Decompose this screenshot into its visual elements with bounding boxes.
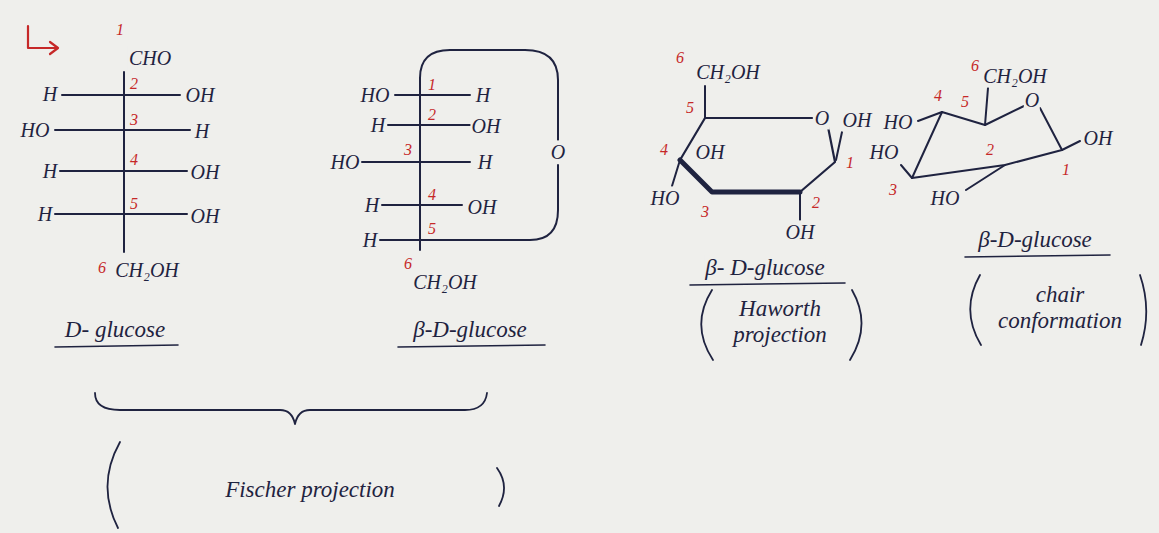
carbon-number: 5 [129, 195, 139, 213]
caption: β-D-glucose [977, 227, 1093, 253]
caption: Haworth projection [714, 296, 846, 349]
carbon-number: 6 [675, 49, 685, 67]
ring-bonds [680, 118, 835, 192]
formula-label: HO [20, 119, 51, 142]
formula-label: HO [930, 187, 961, 210]
formula-label: HO [330, 151, 361, 174]
carbon-number: 1 [1061, 161, 1071, 179]
caption: chair conformation [989, 282, 1131, 335]
formula-label: H [364, 194, 380, 217]
formula-label: CH₂OH [982, 65, 1048, 88]
caption: β-D-glucose [412, 317, 528, 343]
formula-label: HO [883, 111, 914, 134]
formula-label: OH [190, 161, 221, 184]
formula-label: H [37, 203, 53, 226]
carbon-number: 1 [427, 76, 437, 94]
caption: β- D-glucose [704, 255, 825, 281]
formula-label: H [477, 151, 493, 174]
carbon-number: 3 [700, 203, 710, 221]
chair-bonds [912, 106, 1062, 178]
formula-label: O [550, 141, 566, 164]
formula-label: OH [842, 109, 873, 132]
parenthesis [107, 442, 504, 528]
underline [55, 345, 178, 347]
carbon-number: 3 [888, 181, 898, 199]
carbon-number: 2 [129, 75, 139, 93]
carbon-number: 1 [845, 154, 855, 172]
formula-label: O [1024, 89, 1040, 112]
pointer-arrow [28, 26, 58, 54]
formula-label: H [370, 114, 386, 137]
formula-label: OH [785, 221, 816, 244]
formula-label: OH [190, 205, 221, 228]
carbon-number: 2 [427, 106, 437, 124]
carbon-number: 4 [659, 141, 669, 159]
carbon-number: 3 [403, 141, 413, 159]
carbon-number: 6 [970, 57, 980, 75]
bold-ring-bonds [680, 160, 800, 192]
carbon-number: 5 [427, 220, 437, 238]
formula-label: O [814, 107, 830, 130]
carbon-number: 5 [960, 93, 970, 111]
underline [398, 345, 545, 347]
carbon-number: 4 [933, 87, 943, 105]
formula-label: HO [650, 187, 681, 210]
carbon-number: 3 [129, 111, 139, 129]
substituent-bonds [672, 86, 842, 220]
formula-label: CH₂OH [412, 271, 478, 294]
formula-label: CHO [128, 47, 172, 70]
formula-label: H [475, 84, 491, 107]
caption: D- glucose [64, 317, 166, 343]
fischer-bonds [55, 72, 190, 252]
formula-label: OH [1083, 127, 1114, 150]
underline [965, 255, 1110, 257]
underline [690, 283, 845, 285]
carbon-number: 2 [811, 194, 821, 212]
formula-label: CH₂OH [695, 61, 761, 84]
brace [95, 393, 487, 424]
formula-label: OH [471, 115, 502, 138]
carbon-number: 2 [985, 141, 995, 159]
parenthesis [970, 275, 1146, 345]
formula-label: OH [695, 141, 726, 164]
carbon-number: 1 [115, 21, 125, 39]
formula-label: H [194, 120, 210, 143]
formula-label: H [42, 83, 58, 106]
caption: Fischer projection [224, 477, 396, 503]
formula-label: OH [185, 84, 216, 107]
formula-label: HO [869, 141, 900, 164]
substituent-bonds [901, 88, 1080, 190]
carbon-number: 4 [427, 186, 437, 204]
formula-label: HO [360, 84, 391, 107]
formula-label: H [362, 229, 378, 252]
ring-bracket [380, 50, 558, 240]
formula-label: H [42, 160, 58, 183]
formula-label: OH [467, 196, 498, 219]
carbon-number: 5 [685, 99, 695, 117]
carbon-number: 6 [97, 259, 107, 277]
formula-label: CH₂OH [114, 259, 180, 282]
parenthesis [701, 290, 861, 360]
carbon-number: 4 [129, 151, 139, 169]
